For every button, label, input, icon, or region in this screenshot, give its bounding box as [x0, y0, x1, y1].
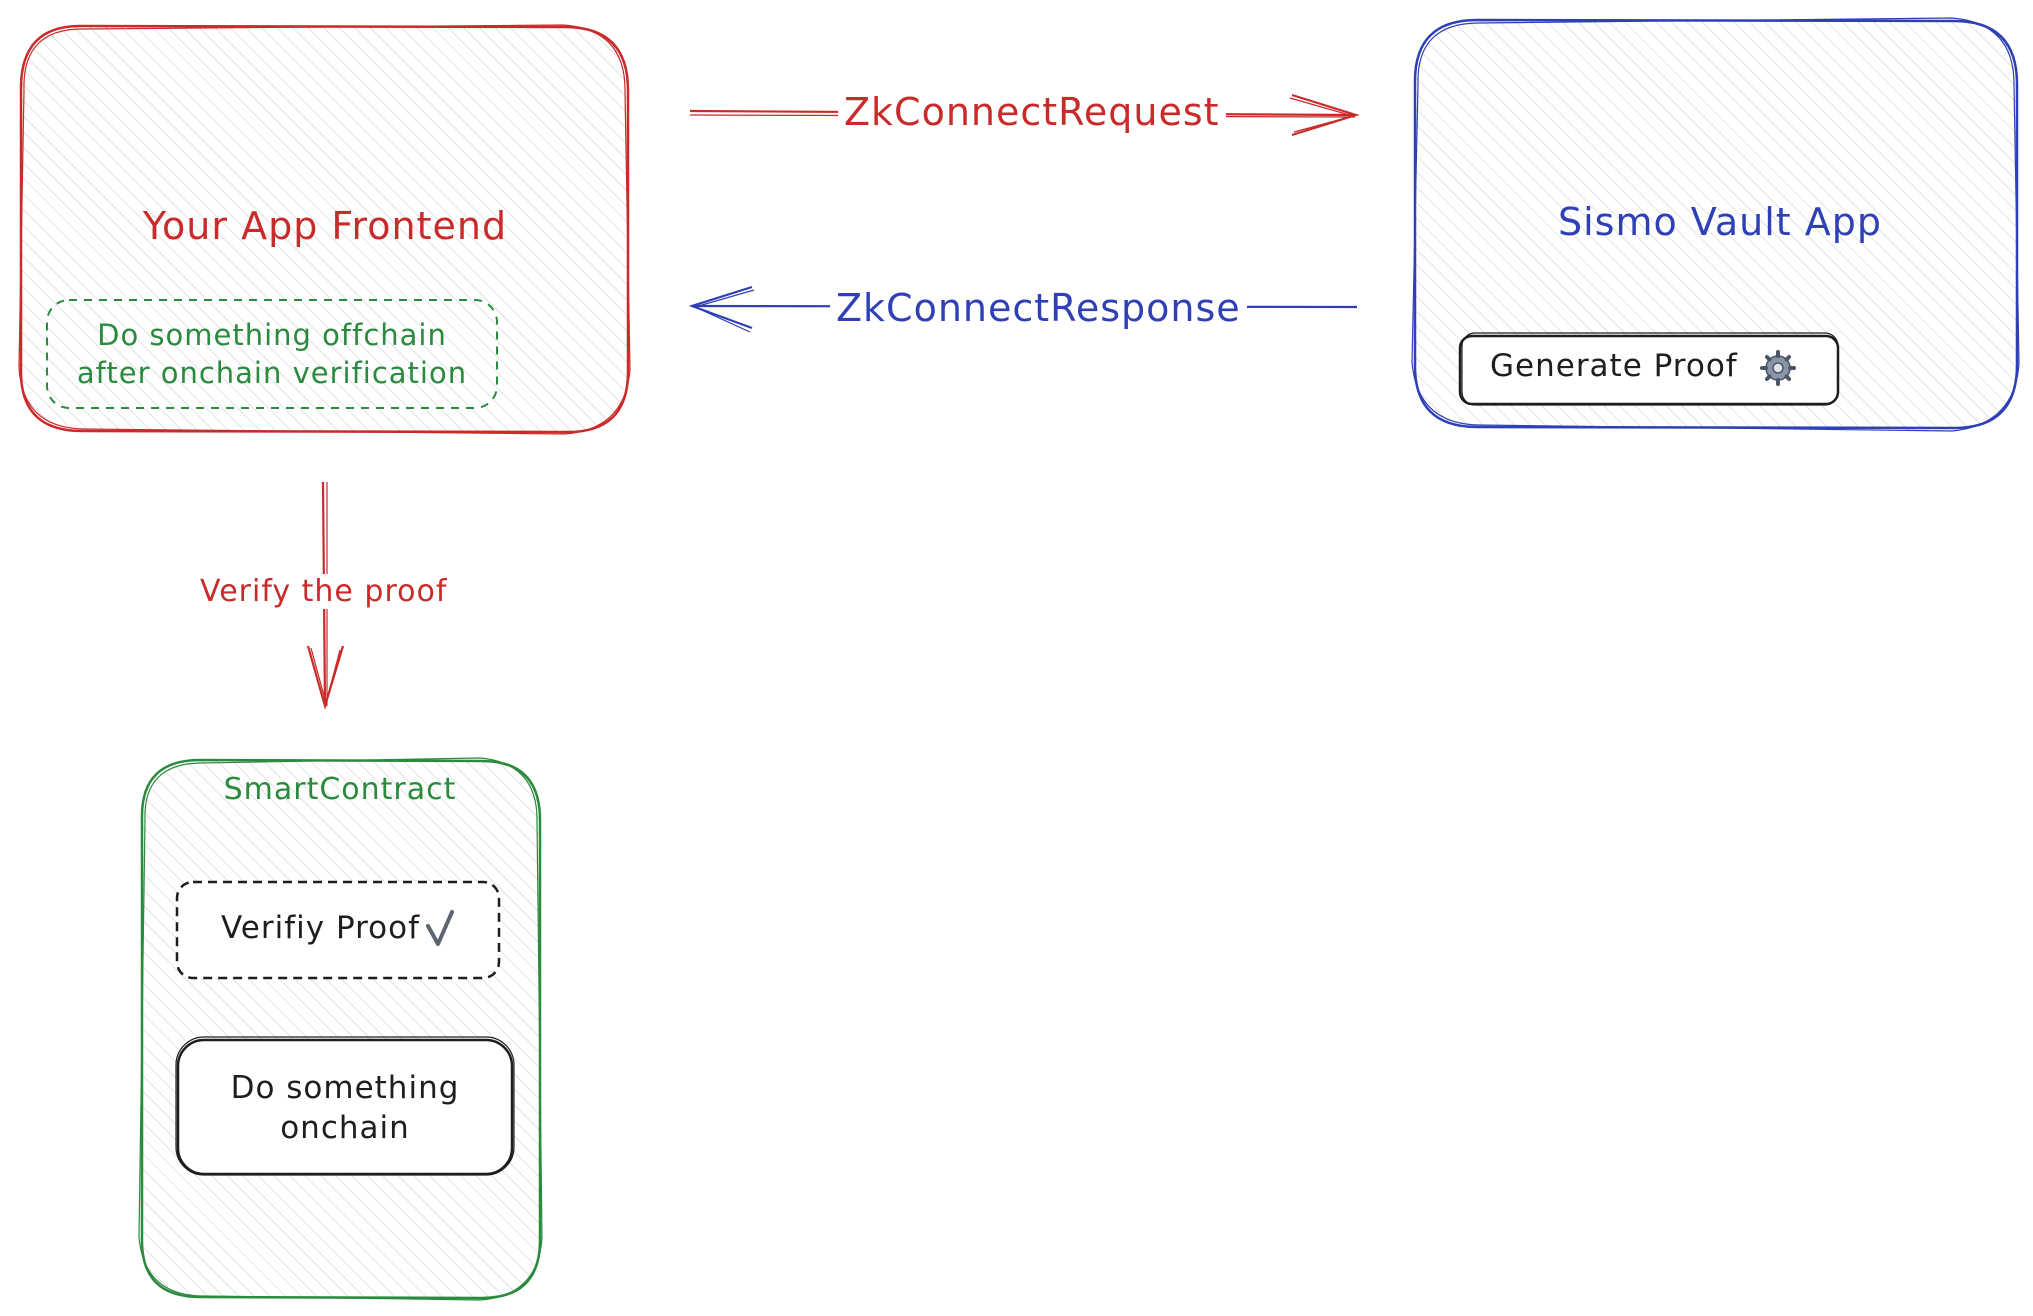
offchain-box — [46, 299, 498, 409]
offchain-line-2: after onchain verification — [76, 356, 468, 390]
onchain-text[interactable]: Do something onchain — [180, 1050, 510, 1166]
frontend-title: Your App Frontend — [142, 204, 508, 248]
offchain-text: Do something offchain after onchain veri… — [50, 308, 494, 400]
onchain-line-1: Do something — [230, 1070, 460, 1106]
verify-proof-shape — [175, 880, 501, 980]
generate-proof-button[interactable]: Generate Proof — [1490, 348, 1738, 384]
request-label: ZkConnectRequest — [838, 90, 1226, 134]
contract-title: SmartContract — [223, 772, 457, 807]
checkmark-icon — [426, 910, 454, 946]
response-label: ZkConnectResponse — [830, 286, 1247, 330]
offchain-line-1: Do something offchain — [97, 318, 447, 352]
vault-title: Sismo Vault App — [1557, 200, 1882, 244]
onchain-shape — [175, 1036, 515, 1176]
generate-proof-button-shape — [1458, 332, 1840, 406]
contract-box — [138, 757, 543, 1301]
verify-proof-label[interactable]: Verifiy Proof — [220, 910, 420, 946]
gear-icon — [1760, 350, 1796, 386]
onchain-line-2: onchain — [280, 1110, 410, 1146]
verify-label: Verify the proof — [194, 574, 454, 609]
frontend-box — [18, 24, 631, 435]
vault-box — [1411, 17, 2020, 432]
